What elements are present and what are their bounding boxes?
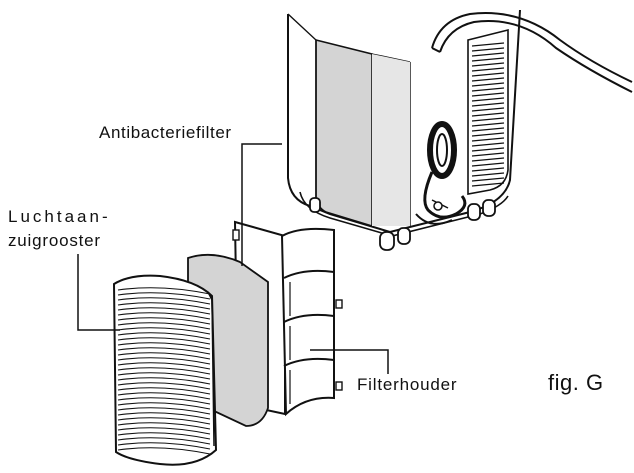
grille-slat [117,307,211,315]
grille-slat [471,82,505,87]
grille-slat [117,372,211,380]
grille-slat [117,317,211,325]
grille-slat [117,357,211,365]
grille-slat [117,377,211,385]
grille-slat [471,182,505,187]
grille-slat [471,42,505,47]
grille-slat [471,102,505,107]
grille-slat [117,302,211,310]
grille-slat [117,402,211,410]
label-luchtaanzuigrooster-line1: Luchtaan- [8,207,111,226]
grille-slat [471,117,505,122]
label-filterhouder: Filterhouder [357,375,458,394]
grille-slat [117,392,211,400]
grille-slat [117,322,211,330]
grille-slat [471,47,505,52]
grille-slat [471,127,505,132]
grille-slat [117,412,211,420]
grille-slat [117,422,211,430]
grille-slat [117,362,211,370]
unit-side-grille [471,42,505,187]
grille-slat [471,87,505,92]
grille-slat [471,137,505,142]
air-intake-grille-slats [117,287,211,455]
grille-slat [471,67,505,72]
grille-slat [117,397,211,405]
power-cord [431,12,633,93]
grille-slat [471,107,505,112]
grille-slat [117,292,211,300]
grille-slat [117,432,211,440]
grille-slat [471,172,505,177]
grille-slat [471,167,505,172]
grille-slat [471,142,505,147]
label-luchtaanzuigrooster-line2: zuigrooster [8,231,101,250]
grille-slat [117,297,211,305]
grille-slat [471,57,505,62]
grille-slat [117,347,211,355]
drain-hose [415,121,467,225]
grille-slat [117,427,211,435]
grille-slat [471,77,505,82]
grille-slat [471,62,505,67]
grille-slat [471,157,505,162]
unit-wheels [309,197,496,251]
grille-slat [117,387,211,395]
grille-slat [117,437,211,445]
grille-slat [471,122,505,127]
grille-slat [117,352,211,360]
grille-slat [471,162,505,167]
grille-slat [117,337,211,345]
grille-slat [471,97,505,102]
label-antibacteriefilter: Antibacteriefilter [99,123,232,142]
grille-slat [117,417,211,425]
grille-slat [117,367,211,375]
grille-slat [117,442,211,450]
grille-slat [117,342,211,350]
grille-slat [117,407,211,415]
grille-slat [117,287,211,295]
grille-slat [471,132,505,137]
grille-slat [471,72,505,77]
grille-slat [117,312,211,320]
grille-slat [471,52,505,57]
grille-slat [471,147,505,152]
grille-slat [117,332,211,340]
grille-slat [471,152,505,157]
leader-lines [77,143,389,374]
grille-slat [117,327,211,335]
grille-slat [471,112,505,117]
figure-caption: fig. G [548,370,604,395]
grille-slat [117,447,211,455]
grille-slat [117,382,211,390]
grille-slat [471,177,505,182]
grille-slat [471,92,505,97]
